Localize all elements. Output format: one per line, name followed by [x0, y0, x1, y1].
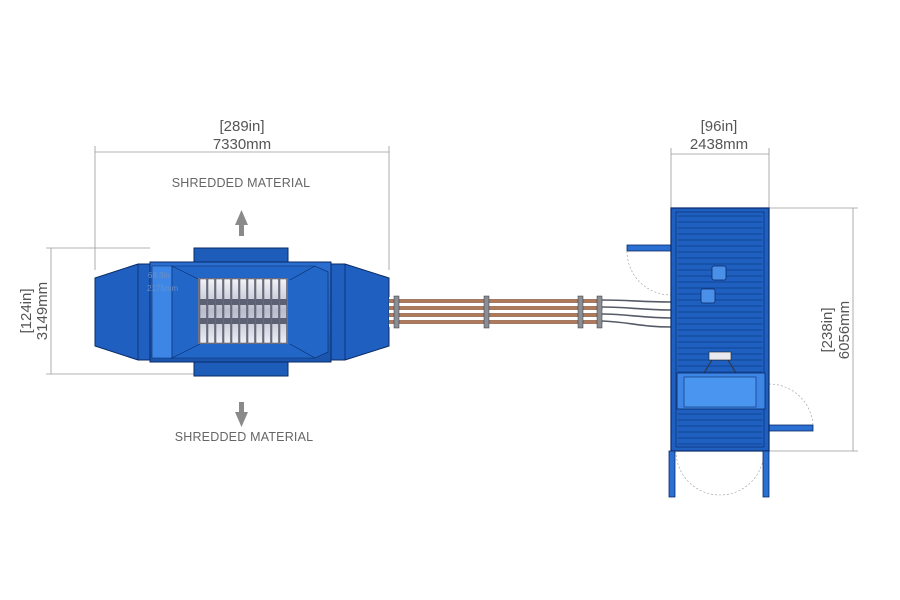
- side-door-right: [768, 383, 814, 432]
- output-arrow-up-icon: [235, 210, 248, 236]
- power-cable: [388, 320, 603, 324]
- power-cable: [388, 306, 603, 310]
- cutter-disc: [263, 278, 271, 344]
- cutter-disc-tooth: [200, 318, 207, 324]
- cutter-disc: [199, 278, 207, 344]
- roof-hatch-1: [711, 265, 727, 281]
- cutter-disc-tooth: [264, 299, 271, 305]
- cutter-disc-tooth: [240, 318, 247, 324]
- container-width-mm: 2438mm: [690, 136, 748, 153]
- cutter-note-line1: 68.3in: [148, 271, 170, 280]
- cutter-disc-tooth: [248, 299, 255, 305]
- cutter-disc: [207, 278, 215, 344]
- cable-clamp-4: [596, 295, 603, 329]
- control-container: [626, 207, 814, 498]
- hopper-left-flare: [94, 263, 151, 361]
- cutter-disc-tooth: [256, 318, 263, 324]
- hopper-right-flare: [330, 263, 390, 361]
- cutter-disc-tooth: [264, 318, 271, 324]
- cutter-disc-tooth: [224, 318, 231, 324]
- power-cable: [388, 299, 603, 303]
- cutter-disc-tooth: [280, 318, 287, 324]
- shredder-unit: 68.3in 2175mm: [94, 247, 390, 377]
- cutter-disc-tooth: [208, 299, 215, 305]
- cutter-disc-tooth: [256, 299, 263, 305]
- cutter-disc-tooth: [216, 299, 223, 305]
- cutter-disc: [247, 278, 255, 344]
- end-doors: [668, 450, 770, 498]
- cutter-disc: [239, 278, 247, 344]
- cutter-assembly: [198, 278, 288, 344]
- container-shell: [670, 207, 770, 452]
- cutter-disc-tooth: [232, 299, 239, 305]
- cutter-disc: [215, 278, 223, 344]
- cutter-disc: [255, 278, 263, 344]
- shredder-width-mm: 7330mm: [213, 136, 271, 153]
- cable-clamp-1: [393, 295, 400, 329]
- cutter-disc-tooth: [216, 318, 223, 324]
- container-width-in: [96in]: [701, 118, 738, 135]
- power-cable: [388, 313, 603, 317]
- side-door-left: [626, 244, 672, 296]
- container-length-dimension: [238in] 6056mm: [769, 207, 858, 452]
- output-label-top: SHREDDED MATERIAL: [172, 176, 311, 190]
- container-width-dimension: [96in] 2438mm: [670, 118, 770, 208]
- output-arrow-down-icon: [235, 402, 248, 427]
- cutter-disc-tooth: [248, 318, 255, 324]
- roof-hatch-2: [700, 288, 716, 304]
- cable-clamp-2: [483, 295, 490, 329]
- output-label-bottom: SHREDDED MATERIAL: [175, 430, 314, 444]
- cutter-disc: [231, 278, 239, 344]
- container-length-mm: 6056mm: [836, 301, 853, 359]
- cutter-disc-tooth: [208, 318, 215, 324]
- cutter-note-line2: 2175mm: [147, 284, 178, 293]
- shredder-height-in: [124in]: [18, 288, 35, 333]
- cutter-disc-tooth: [200, 299, 207, 305]
- cutter-disc: [223, 278, 231, 344]
- cutter-disc: [271, 278, 279, 344]
- shredder-width-in: [289in]: [219, 118, 264, 135]
- shredder-width-dimension: [289in] 7330mm: [94, 118, 390, 270]
- power-cable-bundle: [388, 295, 673, 329]
- cable-connector-block: [703, 351, 737, 374]
- shredder-height-dimension: [124in] 3149mm: [18, 247, 200, 375]
- cutter-disc-tooth: [232, 318, 239, 324]
- cutter-disc: [279, 278, 287, 344]
- cutter-disc-tooth: [280, 299, 287, 305]
- cable-clamp-3: [577, 295, 584, 329]
- shredder-height-mm: 3149mm: [34, 282, 51, 340]
- cutter-disc-tooth: [240, 299, 247, 305]
- cutter-disc-tooth: [272, 299, 279, 305]
- container-length-in: [238in]: [819, 307, 836, 352]
- cutter-disc-tooth: [224, 299, 231, 305]
- cutter-disc-tooth: [272, 318, 279, 324]
